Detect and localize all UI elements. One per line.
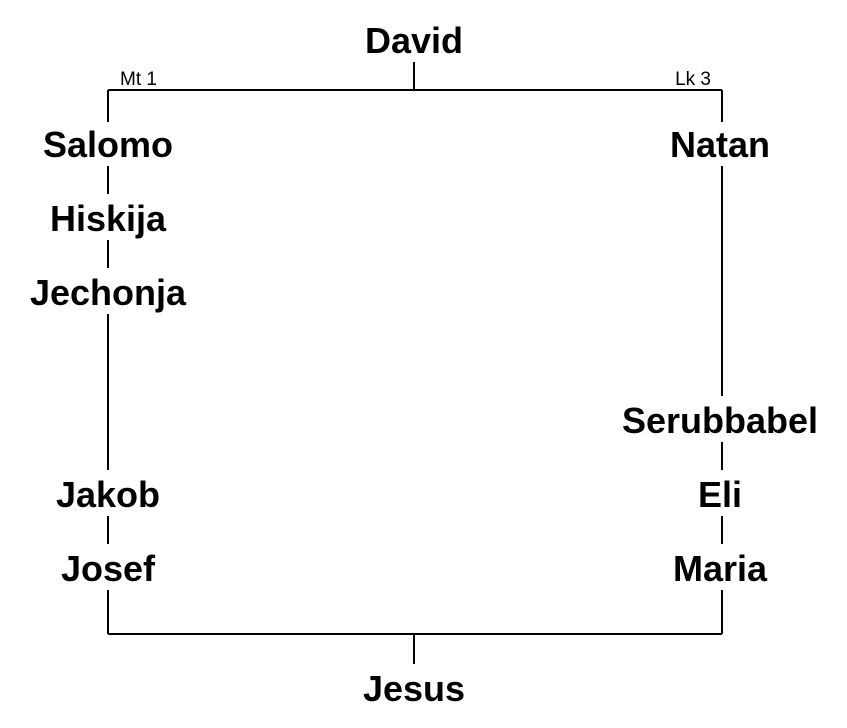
node-jesus: Jesus <box>363 668 465 709</box>
node-josef: Josef <box>61 548 156 589</box>
node-salomo: Salomo <box>43 124 173 165</box>
node-natan: Natan <box>670 124 770 165</box>
connector-lines <box>107 62 723 664</box>
source-label-left: Mt 1 <box>120 69 157 90</box>
node-eli: Eli <box>698 474 742 515</box>
node-david: David <box>365 20 463 61</box>
source-label-right: Lk 3 <box>675 69 711 90</box>
node-hiskija: Hiskija <box>50 198 167 239</box>
node-jakob: Jakob <box>56 474 160 515</box>
node-maria: Maria <box>673 548 768 589</box>
node-jechonja: Jechonja <box>30 272 187 313</box>
node-serubbabel: Serubbabel <box>622 400 818 441</box>
